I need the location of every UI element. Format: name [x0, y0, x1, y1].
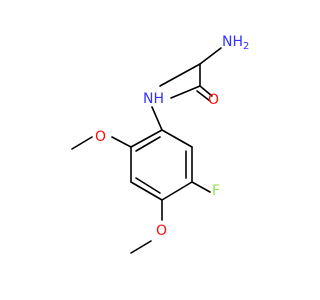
- fluorine-label: F: [212, 183, 220, 199]
- bond-nh-ring: [151, 106, 163, 131]
- bond-carbonyl-o-1: [199, 85, 213, 97]
- ring-bond-d-e: [161, 181, 193, 201]
- bond-o-methyl-lower: [130, 240, 152, 254]
- bonds: [71, 47, 222, 254]
- ring-bond-f-a: [161, 129, 193, 148]
- bond-methyl-alpha: [159, 63, 201, 87]
- ring-inner-a-b: [135, 136, 161, 152]
- methoxy-o-lower-label: O: [156, 223, 167, 239]
- ring-bond-c-d: [130, 181, 163, 201]
- ring-inner-c-d: [135, 177, 161, 194]
- bond-carbonyl-o-2: [196, 90, 211, 102]
- methoxy-o-upper-label: O: [95, 129, 106, 145]
- bond-o-methyl-upper: [71, 136, 93, 150]
- carbonyl-o-label: O: [208, 92, 219, 108]
- bond-carbonyl-nh: [170, 85, 201, 99]
- molecule-structure: NH2 NH O O O F: [71, 34, 249, 254]
- atom-labels: NH2 NH O O O F: [95, 34, 249, 239]
- ring-bond-a-b: [130, 129, 163, 148]
- amide-nh-label: NH: [143, 91, 164, 107]
- bond-ring-f: [191, 181, 211, 193]
- nh2-label: NH2: [222, 34, 249, 52]
- bond-ring-o-upper: [111, 136, 132, 148]
- bond-alpha-nh2: [199, 47, 222, 65]
